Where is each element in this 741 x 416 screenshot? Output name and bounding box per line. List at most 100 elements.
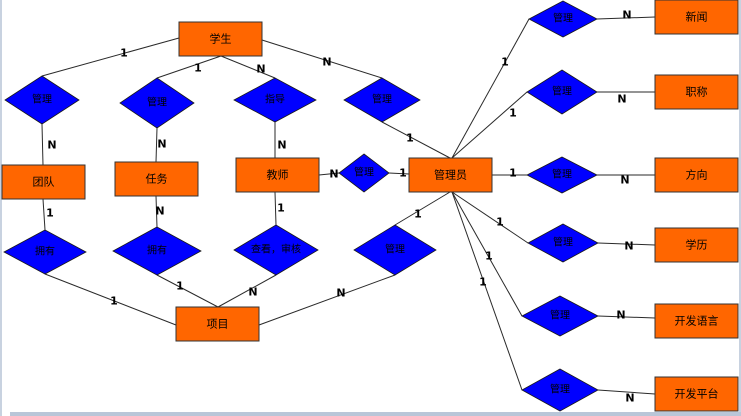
cardinality-label: N <box>47 139 56 152</box>
connection-line-team-to-r-team-project[interactable] <box>42 198 46 231</box>
entity-box[interactable] <box>178 21 263 57</box>
entity-box[interactable] <box>654 0 739 35</box>
connection-line-r-student-team-to-team[interactable] <box>41 123 44 166</box>
relationship-diamond[interactable] <box>233 224 319 276</box>
relationship-r-teacher-project[interactable]: 查看，审核 <box>233 224 319 276</box>
relationship-diamond[interactable] <box>233 77 317 123</box>
connection-line-student-to-r-student-teacher[interactable] <box>220 55 276 79</box>
cardinality-label: 1 <box>406 132 414 145</box>
entity-box[interactable] <box>175 306 260 342</box>
relationship-diamond[interactable] <box>119 77 195 129</box>
cardinality-label: N <box>248 286 257 299</box>
connection-line-admin-to-r-admin-devplat[interactable] <box>451 191 523 391</box>
relationship-diamond[interactable] <box>338 153 390 193</box>
entity-dev-platform[interactable]: 开发平台 <box>654 376 739 412</box>
entity-box[interactable] <box>654 303 739 339</box>
relationship-label: 管理 <box>354 166 374 179</box>
connection-line-student-to-r-student-task[interactable] <box>156 55 222 79</box>
connection-line-r-admin-devplat-to-dev-platform[interactable] <box>597 389 656 395</box>
connection-line-r-task-project-to-project[interactable] <box>156 274 219 308</box>
entity-admin[interactable]: 管理员 <box>408 157 493 193</box>
entity-title[interactable]: 职称 <box>654 74 739 110</box>
entity-dev-language[interactable]: 开发语言 <box>654 303 739 339</box>
entity-news[interactable]: 新闻 <box>654 0 739 35</box>
entity-team[interactable]: 团队 <box>1 164 86 200</box>
relationship-label: 拥有 <box>147 244 167 257</box>
connection-line-admin-to-r-admin-title[interactable] <box>451 91 528 159</box>
entity-box[interactable] <box>654 157 739 193</box>
connection-line-admin-to-r-admin-education[interactable] <box>451 191 529 244</box>
connection-line-r-admin-student-to-admin[interactable] <box>381 121 451 159</box>
relationship-r-admin-education[interactable]: 管理 <box>527 223 599 263</box>
entity-box[interactable] <box>1 164 86 200</box>
cardinality-label: 1 <box>176 280 184 293</box>
entity-label: 职称 <box>686 85 708 99</box>
entity-box[interactable] <box>408 157 493 193</box>
connection-line-r-admin-devlang-to-dev-language[interactable] <box>597 315 656 319</box>
entity-box[interactable] <box>235 157 320 193</box>
relationship-r-student-team[interactable]: 管理 <box>4 75 80 125</box>
entity-label: 开发语言 <box>675 314 719 328</box>
relationship-r-admin-title[interactable]: 管理 <box>526 69 598 115</box>
connection-line-r-admin-news-to-news[interactable] <box>596 16 656 20</box>
connection-line-admin-to-r-admin-devlang[interactable] <box>451 191 523 317</box>
connection-line-student-to-r-admin-student[interactable] <box>261 39 383 79</box>
entity-label: 教师 <box>267 169 289 182</box>
connection-line-r-admin-teacher-to-admin[interactable] <box>388 172 410 175</box>
relationship-diamond[interactable] <box>3 229 87 275</box>
relationship-r-admin-news[interactable]: 管理 <box>528 0 598 38</box>
relationship-diamond[interactable] <box>526 69 598 115</box>
connection-line-r-admin-project-to-project[interactable] <box>258 274 396 326</box>
relationship-diamond[interactable] <box>343 77 421 123</box>
relationship-diamond[interactable] <box>112 226 202 276</box>
relationship-r-admin-devplat[interactable]: 管理 <box>521 368 599 412</box>
entity-education[interactable]: 学历 <box>654 227 739 263</box>
relationship-r-student-task[interactable]: 管理 <box>119 77 195 129</box>
cardinality-label: N <box>624 240 633 253</box>
connection-line-r-team-project-to-project[interactable] <box>44 273 177 326</box>
connection-line-r-admin-education-to-education[interactable] <box>597 242 656 246</box>
relationship-r-admin-project[interactable]: 管理 <box>353 224 437 276</box>
cardinality-label: N <box>336 287 345 300</box>
relationship-r-admin-teacher[interactable]: 管理 <box>338 153 390 193</box>
cardinality-label: N <box>155 205 164 218</box>
cardinality-label: N <box>277 139 286 152</box>
horizontal-scrollbar[interactable] <box>10 412 741 416</box>
connection-line-student-to-r-student-team[interactable] <box>41 37 180 77</box>
entity-box[interactable] <box>654 74 739 110</box>
relationship-diamond[interactable] <box>521 295 599 337</box>
relationship-r-task-project[interactable]: 拥有 <box>112 226 202 276</box>
connection-line-admin-to-r-admin-project[interactable] <box>394 191 451 226</box>
entity-box[interactable] <box>654 227 739 263</box>
entity-direction[interactable]: 方向 <box>654 157 739 193</box>
connection-line-r-student-task-to-task[interactable] <box>155 127 158 163</box>
entity-box[interactable] <box>654 376 739 412</box>
relationship-label: 查看，审核 <box>251 243 301 256</box>
relationship-diamond[interactable] <box>526 156 598 194</box>
relationship-diamond[interactable] <box>521 368 599 412</box>
relationship-r-team-project[interactable]: 拥有 <box>3 229 87 275</box>
relationship-r-admin-student[interactable]: 管理 <box>343 77 421 123</box>
cardinality-label: N <box>617 93 626 106</box>
cardinality-label: 1 <box>399 167 407 180</box>
entity-box[interactable] <box>114 161 199 197</box>
relationship-diamond[interactable] <box>528 0 598 38</box>
connection-line-teacher-to-r-admin-teacher[interactable] <box>318 172 340 176</box>
relationship-r-admin-devlang[interactable]: 管理 <box>521 295 599 337</box>
cardinality-label: 1 <box>509 107 517 120</box>
relationship-r-student-teacher[interactable]: 指导 <box>233 77 317 123</box>
cardinality-label: N <box>157 138 166 151</box>
entity-project[interactable]: 项目 <box>175 306 260 342</box>
entity-task[interactable]: 任务 <box>114 161 199 197</box>
relationship-r-admin-direction[interactable]: 管理 <box>526 156 598 194</box>
connection-line-r-teacher-project-to-project[interactable] <box>217 274 277 308</box>
relationship-diamond[interactable] <box>353 224 437 276</box>
connection-line-task-to-r-task-project[interactable] <box>155 195 158 228</box>
entity-teacher[interactable]: 教师 <box>235 157 320 193</box>
entity-student[interactable]: 学生 <box>178 21 263 57</box>
connection-line-admin-to-r-admin-news[interactable] <box>451 18 530 159</box>
relationship-diamond[interactable] <box>527 223 599 263</box>
connection-line-teacher-to-r-teacher-project[interactable] <box>274 191 277 226</box>
relationship-diamond[interactable] <box>4 75 80 125</box>
